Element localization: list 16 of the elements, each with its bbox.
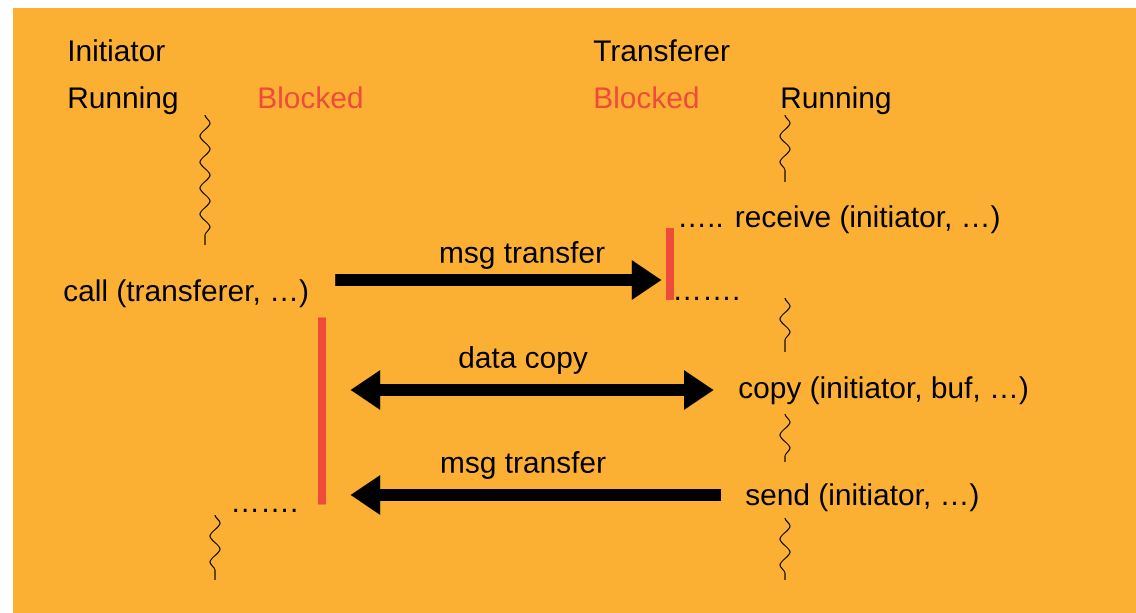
edge-label: msg transfer (437, 240, 607, 270)
blocked-bar (318, 317, 326, 505)
edge-label: data copy (457, 345, 589, 375)
call-text: send (initiator, …) (746, 483, 978, 512)
label-text: ……. (234, 508, 296, 512)
edge-label: msg transfer (438, 450, 608, 480)
label-text: Initiator (69, 39, 165, 62)
label-text: ….. receive (initiator, …) (681, 205, 999, 234)
label-text: Blocked (259, 86, 362, 109)
call-text: call (transferer, …) (64, 279, 308, 308)
label-text: Transferer (593, 39, 730, 62)
label-text: Running (69, 86, 177, 115)
label-text: Running (782, 86, 890, 115)
blocked-bar (666, 228, 674, 300)
call-text: copy (initiator, buf, …) (739, 376, 1027, 405)
label-text: Blocked (595, 86, 698, 109)
